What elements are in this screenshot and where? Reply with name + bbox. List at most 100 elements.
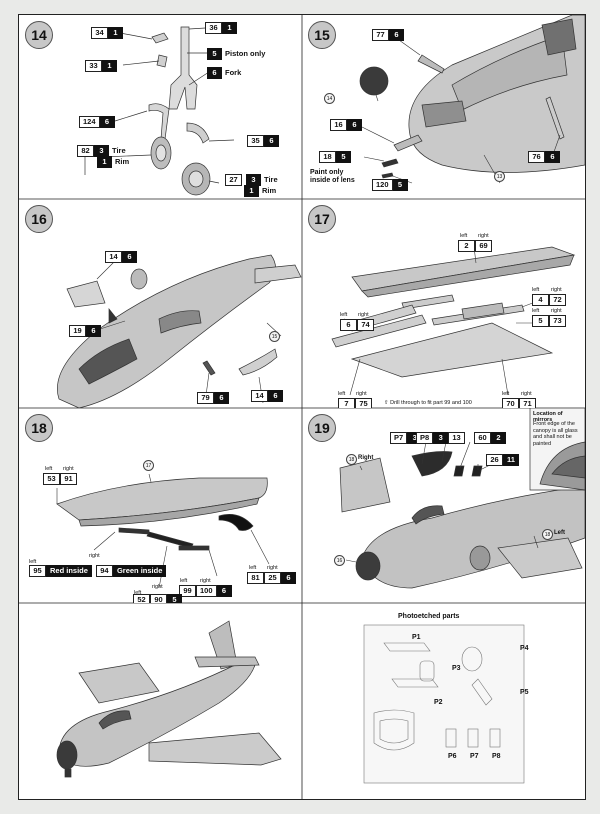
part-sprue: 6 [281, 572, 296, 584]
part-number: 71 [519, 398, 536, 408]
part-number: 33 [85, 60, 102, 72]
part-number: 91 [60, 473, 77, 485]
completed-view-panel [19, 603, 302, 799]
part-number: 82 [77, 145, 94, 157]
p2-left-label: left [460, 233, 468, 239]
part-number: 120 [372, 179, 393, 191]
lens-paint-note: Paint only inside of lens [310, 169, 355, 185]
step-number: 15 [308, 21, 336, 49]
part-number: 95 [29, 565, 46, 577]
p99-right-label: right [200, 578, 211, 584]
part-sprue: 5 [207, 48, 222, 60]
pe-label-p3: P3 [452, 665, 461, 672]
part-label: Fork [225, 68, 242, 77]
part-sprue: 6 [268, 390, 283, 402]
part-number: 27 [225, 174, 242, 186]
part-number: 19 [69, 325, 86, 337]
part-number: 52 [133, 594, 150, 603]
callout-17: 17 [143, 460, 154, 471]
part-number: 13 [448, 432, 465, 444]
p70-left-label: left [502, 391, 510, 397]
part-number: 34 [91, 27, 108, 39]
right-wing-label: Right [358, 455, 374, 461]
part-number: 124 [79, 116, 100, 128]
part-number: 74 [357, 319, 374, 331]
step-15-drawing [359, 15, 585, 184]
part-label: Tire [264, 175, 278, 184]
sheet-grid-lines [19, 15, 585, 799]
part-label: Tire [112, 146, 126, 155]
part-sprue: 1 [244, 185, 259, 197]
part-sprue: 11 [503, 454, 519, 466]
p95-right-label: right [89, 553, 100, 559]
step-19-panel: 19 [302, 408, 585, 603]
step-number: 18 [25, 414, 53, 442]
part-number: 100 [196, 585, 217, 597]
step-number: 16 [25, 205, 53, 233]
part-sprue: 3 [246, 174, 261, 186]
p70-right-label: right [521, 391, 532, 397]
p7-right-label: right [356, 391, 367, 397]
part-sprue: 1 [102, 60, 117, 72]
photoetched-panel: Photoetched parts P1 P2 P3 P4 P5 P6 P7 P… [302, 603, 585, 799]
part-number: 94 [95, 565, 113, 577]
instruction-sheet: 14 [18, 14, 586, 800]
step-17-drawing [331, 246, 576, 396]
step-number: 14 [25, 21, 53, 49]
part-number: 77 [372, 29, 389, 41]
p53-left-label: left [45, 466, 53, 472]
part-sprue: 6 [389, 29, 404, 41]
step-19-drawing [339, 408, 585, 589]
part-number: 79 [197, 392, 214, 404]
p6-left-label: left [340, 312, 348, 318]
part-number: 36 [205, 22, 222, 34]
part-number: P8 [416, 432, 434, 444]
pe-label-p5: P5 [520, 689, 529, 696]
p81-left-label: left [249, 565, 257, 571]
part-sprue: 6 [207, 67, 222, 79]
part-number: 76 [528, 151, 545, 163]
p4-right-label: right [551, 287, 562, 293]
part-sprue: 1 [108, 27, 123, 39]
step-18-drawing [56, 473, 270, 589]
callout-18-right: 18 [346, 454, 357, 465]
part-number: 90 [150, 594, 167, 603]
part-number: 99 [179, 585, 196, 597]
drill-note: ⇧ Drill through to fit part 99 and 100 [384, 400, 472, 406]
part-sprue: 5 [167, 594, 182, 603]
part-number: 75 [355, 398, 372, 408]
p53-right-label: right [63, 466, 74, 472]
pe-label-p1: P1 [412, 634, 421, 641]
p81-right-label: right [267, 565, 278, 571]
completed-aircraft-drawing [56, 620, 282, 778]
left-wing-label: Left [554, 530, 565, 536]
part-number: 2 [458, 240, 475, 252]
p99-left-label: left [180, 578, 188, 584]
part-sprue: 2 [491, 432, 506, 444]
